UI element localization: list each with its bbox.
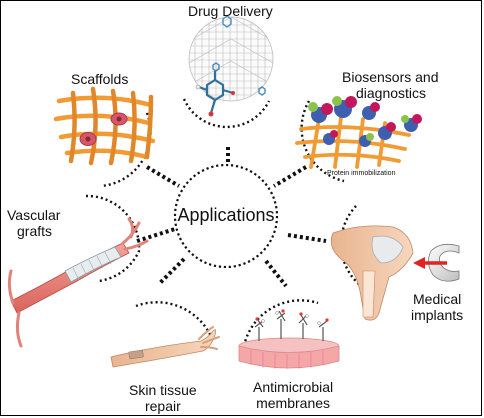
- drug-delivery-illustration: [188, 15, 274, 117]
- label-vascular-line2: grafts: [17, 223, 53, 239]
- petal-arc-biosensors: [300, 100, 345, 183]
- petal-arc-drug: [182, 98, 271, 129]
- vascular-grafts-illustration: [7, 217, 149, 348]
- label-medical-implants: Medical implants: [411, 291, 463, 323]
- center-label: Applications: [177, 205, 275, 225]
- label-vascular-line1: Vascular: [7, 207, 61, 223]
- center-circle: [173, 163, 279, 269]
- petal-arc-implants: [339, 205, 362, 287]
- label-skin-tissue-repair: Skin tissue repair: [129, 382, 197, 414]
- biosensors-illustration: [295, 96, 422, 169]
- label-antimicrobial-membranes: Antimicrobial membranes: [253, 379, 333, 411]
- petal-arc-vascular: [85, 194, 141, 283]
- skin-tissue-repair-illustration: [110, 326, 220, 368]
- medical-implants-illustration: [330, 225, 460, 321]
- label-protein-immobilization: Protein immobilization: [327, 170, 396, 177]
- label-biosensors-line1: Biosensors and: [342, 69, 439, 85]
- scaffolds-illustration: [53, 86, 156, 166]
- label-scaffolds: Scaffolds: [71, 71, 129, 87]
- label-skin-line2: repair: [144, 398, 181, 414]
- label-antimicrobial-line1: Antimicrobial: [253, 379, 334, 395]
- label-biosensors: Biosensors and diagnostics: [342, 69, 439, 101]
- petal-arcs: [85, 98, 362, 347]
- petal-arc-scaffolds: [100, 112, 152, 188]
- label-antimicrobial-line2: membranes: [256, 395, 331, 411]
- label-vascular-grafts: Vascular grafts: [7, 207, 60, 239]
- label-implants-line1: Medical: [413, 291, 462, 307]
- connectors: [136, 147, 327, 288]
- label-implants-line2: implants: [411, 307, 464, 323]
- label-skin-line1: Skin tissue: [129, 382, 197, 398]
- label-biosensors-line2: diagnostics: [356, 85, 427, 101]
- petal-arc-skin: [135, 301, 215, 342]
- antimicrobial-membranes-illustration: [238, 309, 340, 369]
- label-drug-delivery: Drug Delivery: [188, 3, 273, 19]
